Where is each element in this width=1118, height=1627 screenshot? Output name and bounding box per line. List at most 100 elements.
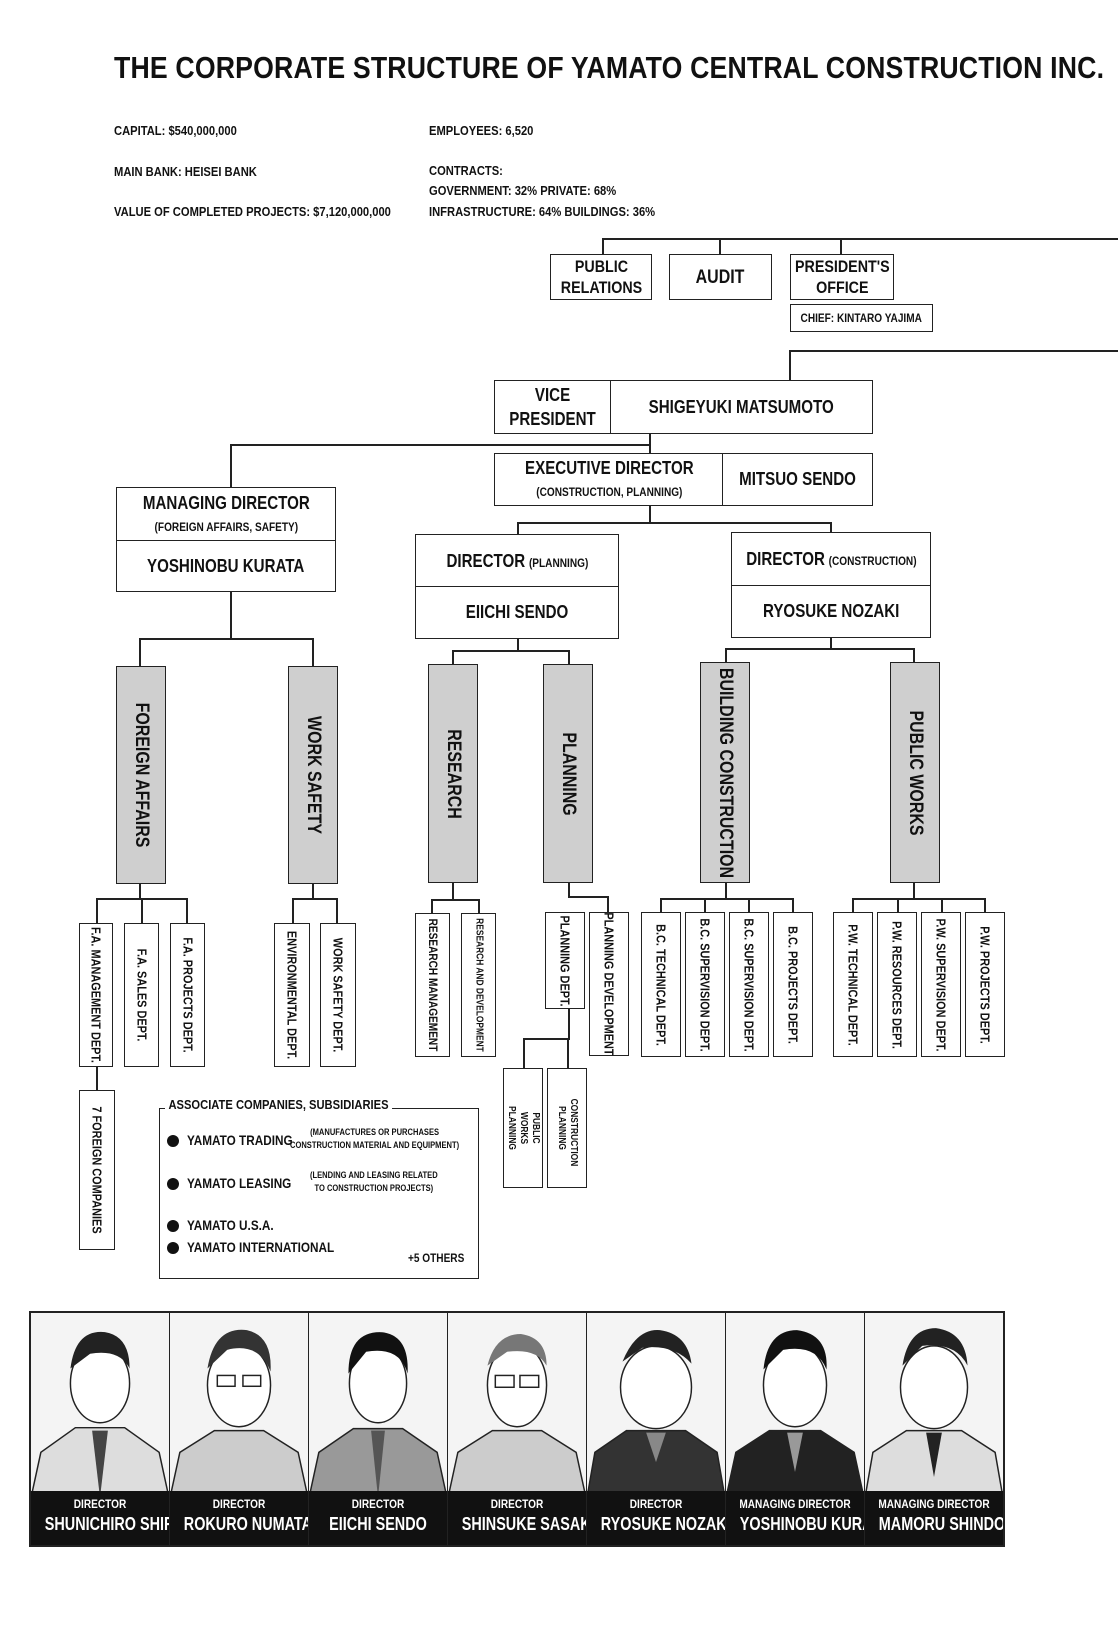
division-research-label: RESEARCH [443,728,464,819]
dir-planning-title-label: DIRECTOR [446,550,525,571]
director-construction-name: RYOSUKE NOZAKI [731,585,931,638]
vp-name-label: SHIGEYUKI MATSUMOTO [648,396,835,417]
division-planning: PLANNING [543,664,593,883]
director-planning-name: EIICHI SENDO [415,586,619,639]
bullet-icon [167,1242,179,1254]
dept-research-development: RESEARCH AND DEVELOPMENT [461,913,496,1057]
exec-sub-label: (CONSTRUCTION, PLANNING) [535,484,683,499]
portrait-illustration [448,1334,586,1499]
dept-pw-resources: P.W. RESOURCES DEPT. [877,912,917,1057]
dept-bc-supervision-2-label: B.C. SUPERVISION DEPT. [741,917,757,1052]
portrait-illustration [31,1331,169,1499]
dept-planning-label: PLANNING DEPT. [557,914,573,1007]
director-construction-title: DIRECTOR (CONSTRUCTION) [731,532,931,587]
dept-fa-management: F.A. MANAGEMENT DEPT. [79,923,113,1067]
dept-bc-supervision-2: B.C. SUPERVISION DEPT. [729,912,769,1057]
presidents-office-line2: OFFICE [815,278,869,297]
dept-bc-technical: B.C. TECHNICAL DEPT. [641,912,681,1057]
dept-research-management-label: RESEARCH MANAGEMENT [425,918,440,1052]
dir-construction-sub-label: (CONSTRUCTION) [828,554,917,568]
dept-bc-projects: B.C. PROJECTS DEPT. [773,912,813,1057]
portrait-illustration [170,1329,308,1499]
portrait-illustration [587,1329,725,1499]
portrait-5: MANAGING DIRECTOR YOSHINOBU KURATA [726,1313,865,1545]
audit-label: AUDIT [696,266,745,288]
division-foreign-affairs: FOREIGN AFFAIRS [116,666,166,884]
portrait-role: MANAGING DIRECTOR [878,1497,990,1511]
division-building-construction-label: BUILDING CONSTRUCTION [715,667,736,878]
sub-public-works-planning: PUBLIC WORKS PLANNING [503,1068,543,1188]
portrait-illustration [726,1330,864,1499]
leasing-note-line2: TO CONSTRUCTION PROJECTS) [314,1183,434,1193]
sub-public-works-planning-label: PUBLIC WORKS PLANNING [506,1106,541,1150]
dept-bc-supervision-1-label: B.C. SUPERVISION DEPT. [697,917,713,1052]
associate-companies-title: ASSOCIATE COMPANIES, SUBSIDIARIES [165,1097,392,1112]
portrait-name: YOSHINOBU KURATA [739,1514,864,1534]
infra-buildings-stat: INFRASTRUCTURE: 64% BUILDINGS: 36% [429,204,656,219]
division-public-works: PUBLIC WORKS [890,662,940,883]
portrait-6: MANAGING DIRECTOR MAMORU SHINDO [865,1313,1003,1545]
main-bank-stat: MAIN BANK: HEISEI BANK [114,164,257,179]
presidents-office-chief: CHIEF: KINTARO YAJIMA [790,304,933,332]
portrait-name: MAMORU SHINDO [878,1514,1003,1534]
dept-work-safety-label: WORK SAFETY DEPT. [330,937,346,1053]
exec-name-label: MITSUO SENDO [739,469,856,489]
yamato-trading: YAMATO TRADING [187,1132,293,1148]
dept-fa-projects: F.A. PROJECTS DEPT. [170,923,205,1067]
portrait-role: MANAGING DIRECTOR [739,1497,851,1511]
portrait-illustration [865,1328,1003,1499]
division-building-construction: BUILDING CONSTRUCTION [700,662,750,883]
division-planning-label: PLANNING [558,731,579,816]
audit-box: AUDIT [669,254,772,300]
dept-environmental: ENVIRONMENTAL DEPT. [274,923,310,1067]
dept-bc-projects-label: B.C. PROJECTS DEPT. [785,925,801,1044]
contracts-label: CONTRACTS: [429,163,503,178]
sub-construction-planning-label: CONSTRUCTION PLANNING [556,1098,579,1167]
page-title: THE CORPORATE STRUCTURE OF YAMATO CENTRA… [114,50,1105,85]
md-sub-label: (FOREIGN AFFAIRS, SAFETY) [154,519,298,534]
yamato-international: YAMATO INTERNATIONAL [187,1239,335,1255]
portrait-role: DIRECTOR [73,1497,127,1511]
completed-projects-stat: VALUE OF COMPLETED PROJECTS: $7,120,000,… [114,204,391,219]
yamato-leasing-note: (LENDING AND LEASING RELATED TO CONSTRUCT… [310,1169,438,1195]
portrait-illustration [309,1332,447,1499]
chief-label: CHIEF: KINTARO YAJIMA [800,311,923,325]
dir-construction-title-label: DIRECTOR [745,549,825,569]
managing-director-name: YOSHINOBU KURATA [116,540,336,592]
others-count: +5 OTHERS [408,1251,465,1265]
division-work-safety-label: WORK SAFETY [303,716,324,834]
leasing-note-line1: (LENDING AND LEASING RELATED [310,1170,438,1180]
portrait-role: DIRECTOR [351,1497,405,1511]
director-planning-title: DIRECTOR (PLANNING) [415,534,619,588]
dept-planning-development-label: PLANNING DEVELOPMENT [601,912,617,1056]
executive-director-title: EXECUTIVE DIRECTOR(CONSTRUCTION, PLANNIN… [494,453,724,506]
yamato-usa: YAMATO U.S.A. [187,1217,274,1233]
portrait-name: EIICHI SENDO [329,1514,427,1534]
sub-construction-planning: CONSTRUCTION PLANNING [547,1068,587,1188]
division-research: RESEARCH [428,664,478,883]
portrait-2: DIRECTOR EIICHI SENDO [309,1313,448,1545]
gov-private-stat: GOVERNMENT: 32% PRIVATE: 68% [429,183,617,198]
dept-pw-resources-label: P.W. RESOURCES DEPT. [889,920,905,1049]
dept-pw-supervision-label: P.W. SUPERVISION DEPT. [933,917,949,1052]
dept-research-management: RESEARCH MANAGEMENT [415,913,450,1057]
dept-fa-projects-label: F.A. PROJECTS DEPT. [180,937,195,1053]
dept-pw-technical-label: P.W. TECHNICAL DEPT. [845,923,861,1046]
vice-president-name: SHIGEYUKI MATSUMOTO [610,380,873,434]
foreign-companies-box: 7 FOREIGN COMPANIES [79,1090,115,1250]
portrait-name: RYOSUKE NOZAKI [600,1514,726,1534]
portrait-role: DIRECTOR [490,1497,544,1511]
dept-fa-management-label: F.A. MANAGEMENT DEPT. [88,927,104,1063]
trading-note-line1: (MANUFACTURES OR PURCHASES [310,1127,440,1137]
dept-research-development-label: RESEARCH AND DEVELOPMENT [473,918,484,1052]
division-public-works-label: PUBLIC WORKS [905,709,926,836]
dept-pw-projects: P.W. PROJECTS DEPT. [965,912,1005,1057]
